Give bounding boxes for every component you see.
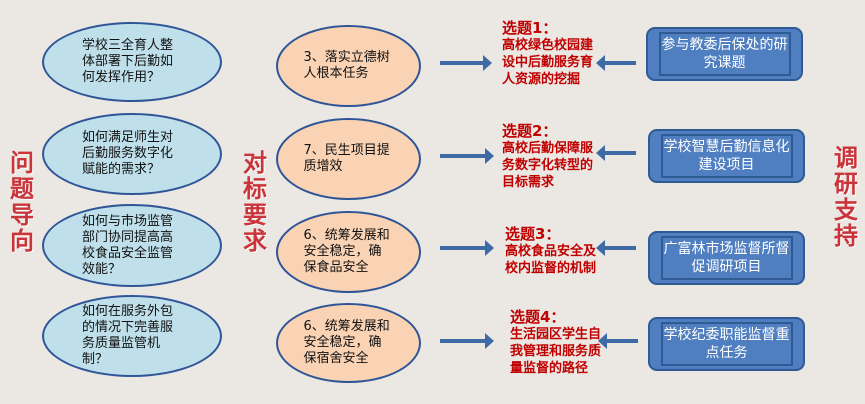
arrow-left-icon <box>596 55 636 71</box>
arrow-right-icon <box>440 333 494 349</box>
topic-title: 选题2： <box>502 122 558 140</box>
topic-text: 高校后勤保障服务数字化转型的目标需求 <box>502 141 594 190</box>
requirement-text: 6、统筹发展和安全稳定，确保宿舍安全 <box>303 319 390 366</box>
question-2: 如何满足师生对后勤服务数字化赋能的需求？ <box>42 113 222 195</box>
question-text: 如何满足师生对后勤服务数字化赋能的需求？ <box>82 130 174 177</box>
topic-3: 选题3：高校食品安全及校内监督的机制 <box>505 226 601 277</box>
topic-text: 生活园区学生自我管理和服务质量监督的路径 <box>510 327 602 376</box>
label-research-support: 调研支持 <box>834 144 858 250</box>
arrow-right-icon <box>440 55 492 71</box>
requirement-1: 3、落实立德树人根本任务 <box>276 25 421 107</box>
support-text: 参与教委后保处的研究课题 <box>658 32 791 76</box>
support-1: 参与教委后保处的研究课题 <box>646 27 803 81</box>
arrow-right-icon <box>440 240 494 256</box>
question-text: 如何与市场监管部门协同提高高校食品安全监管效能？ <box>82 213 174 277</box>
topic-title: 选题3： <box>505 225 561 243</box>
question-text: 如何在服务外包的情况下完善服务质量监管机制？ <box>82 304 174 367</box>
requirement-4: 6、统筹发展和安全稳定，确保宿舍安全 <box>276 303 421 383</box>
requirement-text: 7、民生项目提质增效 <box>303 143 390 174</box>
requirement-3: 6、统筹发展和安全稳定，确保食品安全 <box>276 211 421 293</box>
label-benchmark: 对标要求 <box>243 149 267 255</box>
support-3: 广富林市场监督所督促调研项目 <box>648 231 805 285</box>
arrow-left-icon <box>596 240 636 256</box>
requirement-text: 6、统筹发展和安全稳定，确保食品安全 <box>303 228 390 275</box>
topic-text: 高校绿色校园建设中后勤服务育人资源的挖掘 <box>502 38 594 87</box>
support-text: 广富林市场监督所督促调研项目 <box>660 236 793 280</box>
support-4: 学校纪委职能监督重点任务 <box>648 317 805 371</box>
topic-title: 选题1： <box>502 19 558 37</box>
question-4: 如何在服务外包的情况下完善服务质量监管机制？ <box>42 295 222 377</box>
topic-2: 选题2：高校后勤保障服务数字化转型的目标需求 <box>502 123 598 191</box>
topic-1: 选题1：高校绿色校园建设中后勤服务育人资源的挖掘 <box>502 20 598 88</box>
arrow-left-icon <box>598 333 638 349</box>
question-text: 学校三全育人整体部署下后勤如何发挥作用？ <box>82 38 174 85</box>
arrow-left-icon <box>596 145 636 161</box>
requirement-2: 7、民生项目提质增效 <box>276 118 421 200</box>
topic-4: 选题4：生活园区学生自我管理和服务质量监督的路径 <box>510 309 606 377</box>
topic-text: 高校食品安全及校内监督的机制 <box>505 244 597 276</box>
question-3: 如何与市场监管部门协同提高高校食品安全监管效能？ <box>42 204 222 287</box>
topic-title: 选题4： <box>510 308 566 326</box>
label-problem-oriented: 问题导向 <box>10 149 34 255</box>
question-1: 学校三全育人整体部署下后勤如何发挥作用？ <box>42 22 222 102</box>
arrow-right-icon <box>440 148 494 164</box>
support-text: 学校智慧后勤信息化建设项目 <box>660 134 793 178</box>
requirement-text: 3、落实立德树人根本任务 <box>303 50 390 81</box>
support-text: 学校纪委职能监督重点任务 <box>660 322 793 366</box>
support-2: 学校智慧后勤信息化建设项目 <box>648 129 805 183</box>
